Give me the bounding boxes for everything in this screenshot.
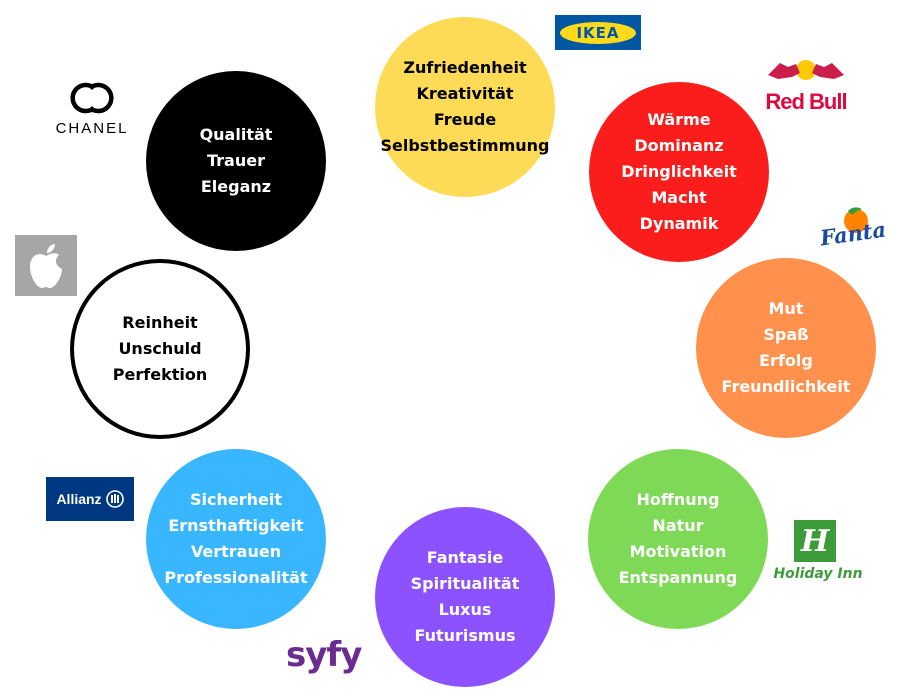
redbull-bulls-icon (768, 60, 844, 80)
double-c-icon (70, 82, 114, 114)
apple-icon (30, 243, 62, 288)
word: Trauer (207, 151, 265, 170)
chanel-logo-text: CHANEL (55, 120, 129, 137)
word: Mut (768, 299, 804, 318)
circle-red: Wärme Dominanz Dringlichkeit Macht Dynam… (589, 82, 769, 262)
word: Natur (652, 516, 704, 535)
word: Eleganz (200, 177, 272, 196)
circle-yellow: Zufriedenheit Kreativität Freude Selbstb… (375, 17, 555, 197)
word: Wärme (647, 110, 711, 129)
word: Dominanz (634, 136, 724, 155)
word: Selbstbestimmung (380, 136, 550, 155)
word: Spiritualität (410, 574, 520, 593)
circle-green-words: Hoffnung Natur Motivation Entspannung (619, 487, 738, 591)
word: Futurismus (414, 626, 516, 645)
allianz-logo: Allianz (46, 477, 134, 521)
word: Dynamik (639, 214, 719, 233)
circle-blue: Sicherheit Ernsthaftigkeit Vertrauen Pro… (146, 449, 326, 629)
circle-yellow-words: Zufriedenheit Kreativität Freude Selbstb… (380, 55, 549, 159)
circle-purple: Fantasie Spiritualität Luxus Futurismus (375, 507, 555, 687)
circle-white: Reinheit Unschuld Perfektion (70, 259, 250, 439)
word: Dringlichkeit (621, 162, 737, 181)
circle-red-words: Wärme Dominanz Dringlichkeit Macht Dynam… (621, 107, 737, 237)
word: Ernsthaftigkeit (168, 516, 304, 535)
apple-logo (15, 235, 77, 296)
redbull-logo-text: Red Bull (765, 89, 847, 114)
word: Motivation (629, 542, 727, 561)
ikea-logo-text: IKEA (576, 23, 620, 42)
ikea-logo: IKEA (555, 15, 641, 50)
chanel-logo: CHANEL (48, 80, 136, 138)
circle-black-words: Qualität Trauer Eleganz (200, 122, 273, 200)
circle-purple-words: Fantasie Spiritualität Luxus Futurismus (411, 545, 520, 649)
word: Hoffnung (636, 490, 720, 509)
word: Qualität (199, 125, 273, 144)
syfy-logo-text: Syfy (286, 635, 362, 675)
word: Erfolg (759, 351, 813, 370)
circle-white-words: Reinheit Unschuld Perfektion (113, 310, 207, 388)
word: Fantasie (426, 548, 504, 567)
word: Kreativität (416, 84, 514, 103)
word: Sicherheit (189, 490, 282, 509)
circle-blue-words: Sicherheit Ernsthaftigkeit Vertrauen Pro… (164, 487, 307, 591)
circle-black: Qualität Trauer Eleganz (146, 71, 326, 251)
word: Macht (651, 188, 707, 207)
circle-orange-words: Mut Spaß Erfolg Freundlichkeit (722, 296, 851, 400)
holidayinn-logo: H Holiday Inn (768, 520, 868, 590)
word: Unschuld (118, 339, 202, 358)
holidayinn-logo-text: Holiday Inn (773, 566, 863, 582)
word: Entspannung (618, 568, 738, 587)
word: Professionalität (164, 568, 308, 587)
word: Freude (433, 110, 497, 129)
word: Zufriedenheit (403, 58, 527, 77)
circle-green: Hoffnung Natur Motivation Entspannung (588, 449, 768, 629)
word: Freundlichkeit (721, 377, 851, 396)
syfy-logo: Syfy (286, 633, 376, 683)
fanta-icon (844, 207, 868, 233)
word: Spaß (763, 325, 809, 344)
allianz-eagle-icon (105, 490, 124, 508)
word: Reinheit (122, 313, 198, 332)
holidayinn-h-icon: H (794, 520, 836, 562)
fanta-logo: Fanta (818, 205, 888, 260)
redbull-logo: Red Bull (758, 55, 854, 115)
word: Perfektion (112, 365, 208, 384)
word: Vertrauen (190, 542, 282, 561)
word: Luxus (438, 600, 492, 619)
circle-orange: Mut Spaß Erfolg Freundlichkeit (696, 258, 876, 438)
allianz-logo-text: Allianz (56, 491, 102, 507)
